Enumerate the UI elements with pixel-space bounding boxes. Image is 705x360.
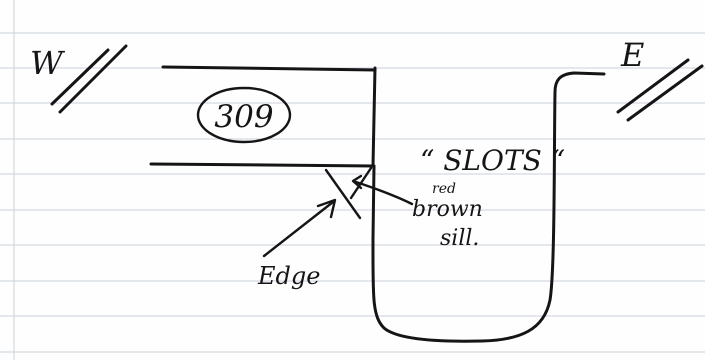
sill-arrow xyxy=(351,174,414,206)
slots-note: “ SLOTS “ xyxy=(420,144,565,177)
note-line-1: red xyxy=(432,181,456,197)
edge-arrow xyxy=(262,198,337,258)
note-line-2: brown xyxy=(412,197,483,222)
west-label: W xyxy=(30,44,66,82)
note-line-3: sill. xyxy=(440,226,479,251)
upper-block xyxy=(149,65,377,168)
east-break-mark xyxy=(616,58,704,122)
ruled-lines xyxy=(0,32,705,353)
block-number-circle xyxy=(196,86,292,144)
west-break-mark xyxy=(50,44,128,114)
block-number: 309 xyxy=(214,99,273,135)
east-label: E xyxy=(620,36,644,74)
slot-outline xyxy=(371,71,606,343)
edge-label: Edge xyxy=(257,262,320,290)
